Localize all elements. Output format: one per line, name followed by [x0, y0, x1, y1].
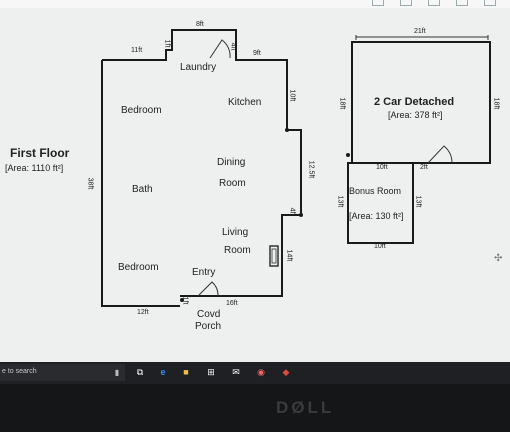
house-wall: [101, 60, 180, 307]
dim-label: 18ft: [492, 97, 500, 110]
garage-area: [Area: 378 ft²]: [388, 110, 443, 120]
floor-plan-drawing: [101, 29, 491, 307]
dim-label: 18ft: [338, 97, 346, 110]
room-kitchen: Kitchen: [228, 97, 262, 108]
dim-label: 4ft: [229, 42, 237, 51]
toolbar-icon[interactable]: [456, 0, 468, 6]
garage-wall: [351, 41, 491, 164]
dim-label: 10ft: [288, 89, 296, 102]
room-bedroom-1: Bedroom: [121, 105, 162, 116]
room-living-2: Room: [224, 245, 251, 256]
dim-label: 13ft: [336, 195, 344, 208]
dim-label: 4ft: [288, 207, 296, 216]
floor-area: [Area: 1110 ft²]: [5, 163, 64, 173]
dim-label: 13ft: [414, 195, 422, 208]
fireplace: [269, 245, 279, 267]
room-living: Living: [222, 227, 249, 238]
room-entry: Entry: [192, 267, 216, 278]
room-dining: Dining: [217, 157, 246, 168]
dim-label: 10ft: [374, 243, 386, 250]
floor-title: First Floor: [10, 146, 70, 160]
app-icon[interactable]: ◉: [257, 366, 265, 377]
store-icon[interactable]: ⊞: [207, 366, 215, 377]
toolbar-icon[interactable]: [400, 0, 412, 6]
taskbar-search-box[interactable]: [0, 364, 125, 381]
dim-label: 1ft: [181, 296, 189, 305]
dim-label: 12.5ft: [307, 160, 315, 179]
plan-viewer: First Floor [Area: 1110 ft²] Laundry Bed…: [0, 0, 510, 362]
mail-icon[interactable]: ✉: [232, 366, 240, 377]
entry-door-swing: [197, 281, 219, 297]
monitor-bezel: [0, 384, 510, 432]
dim-label: 1ft: [163, 39, 171, 48]
edge-browser-icon[interactable]: e: [160, 367, 166, 377]
bonus-room-wall: [347, 162, 414, 244]
room-porch-2: Porch: [195, 321, 222, 332]
taskbar-search-text: e to search: [2, 368, 37, 375]
app-toolbar-strip: [0, 0, 510, 8]
room-bath: Bath: [132, 184, 153, 195]
taskbar: [0, 362, 510, 384]
house-wall: [102, 29, 302, 297]
dim-label: 2ft: [420, 164, 428, 171]
acrobat-icon[interactable]: ◆: [282, 366, 290, 377]
bonus-room-title: Bonus Room: [349, 186, 402, 196]
dim-label: 8ft: [196, 21, 204, 28]
toolbar-icon[interactable]: [484, 0, 496, 6]
dim-label: 16ft: [226, 300, 238, 307]
task-view-icon[interactable]: ⧉: [136, 366, 144, 377]
toolbar-icon[interactable]: [428, 0, 440, 6]
microphone-icon[interactable]: ▮: [114, 367, 120, 377]
toolbar-icon[interactable]: [372, 0, 384, 6]
dim-label: 14ft: [285, 249, 293, 262]
bonus-room-area: [Area: 130 ft²]: [349, 211, 404, 221]
room-bedroom-2: Bedroom: [118, 262, 159, 273]
room-porch: Covd: [197, 309, 221, 320]
dim-label: 38ft: [86, 177, 94, 190]
room-dining-2: Room: [219, 178, 246, 189]
file-explorer-icon[interactable]: ■: [183, 367, 189, 377]
monitor-brand-logo: DØLL: [276, 398, 335, 417]
dim-label: 11ft: [131, 47, 143, 54]
garage-title: 2 Car Detached: [374, 96, 455, 108]
room-laundry: Laundry: [180, 62, 217, 73]
laundry-door-swing: [209, 39, 231, 59]
dim-label: 10ft: [376, 164, 388, 171]
dim-label: 12ft: [137, 309, 149, 316]
cursor-crosshair-icon: ✣: [494, 253, 503, 264]
dim-label: 9ft: [253, 50, 261, 57]
dim-label: 21ft: [414, 28, 426, 35]
garage-door-swing: [427, 145, 453, 164]
